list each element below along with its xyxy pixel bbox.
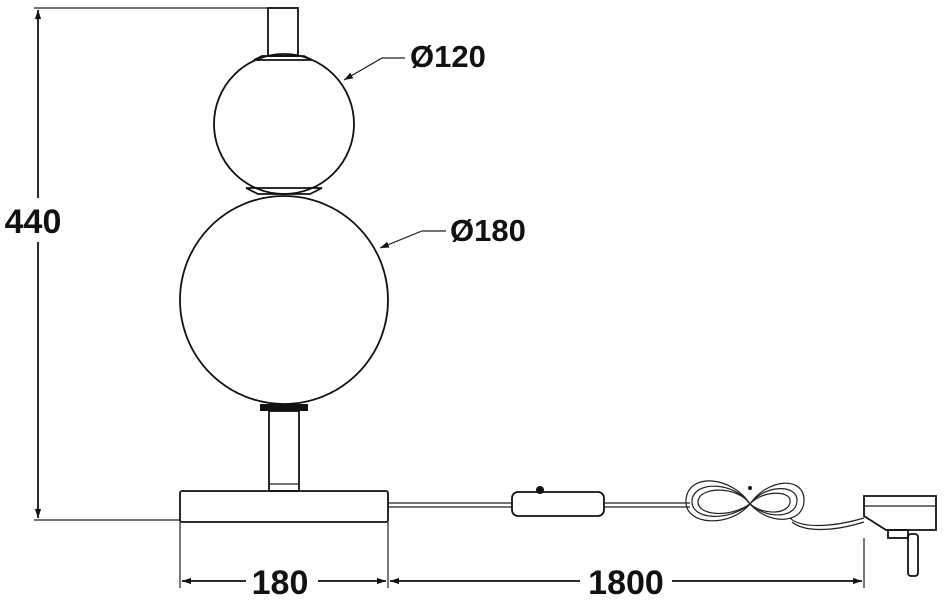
large-sphere <box>179 195 389 405</box>
height-dimension: 440 <box>2 7 272 521</box>
large-sphere-diameter-label: Ø180 <box>450 213 526 248</box>
power-plug <box>863 495 937 577</box>
base <box>179 490 389 523</box>
cable-coil <box>685 480 805 522</box>
top-cap <box>267 7 299 57</box>
stem <box>268 410 300 492</box>
lamp-body <box>179 7 389 523</box>
small-sphere <box>213 53 355 195</box>
base-width-label: 180 <box>252 564 309 600</box>
plug-pin <box>907 533 919 577</box>
inline-switch <box>511 491 605 517</box>
cable-length-label: 1800 <box>588 564 664 600</box>
cable-length-dimension: 1800 <box>390 538 865 600</box>
small-sphere-callout: Ø120 <box>343 39 486 81</box>
switch-button <box>536 486 544 494</box>
small-sphere-diameter-label: Ø120 <box>410 39 486 74</box>
sphere-connector <box>245 187 323 195</box>
collar <box>260 404 308 411</box>
height-label: 440 <box>5 203 62 241</box>
power-cable <box>388 480 937 577</box>
large-sphere-callout: Ø180 <box>379 213 526 249</box>
base-width-dimension: 180 <box>179 522 389 600</box>
